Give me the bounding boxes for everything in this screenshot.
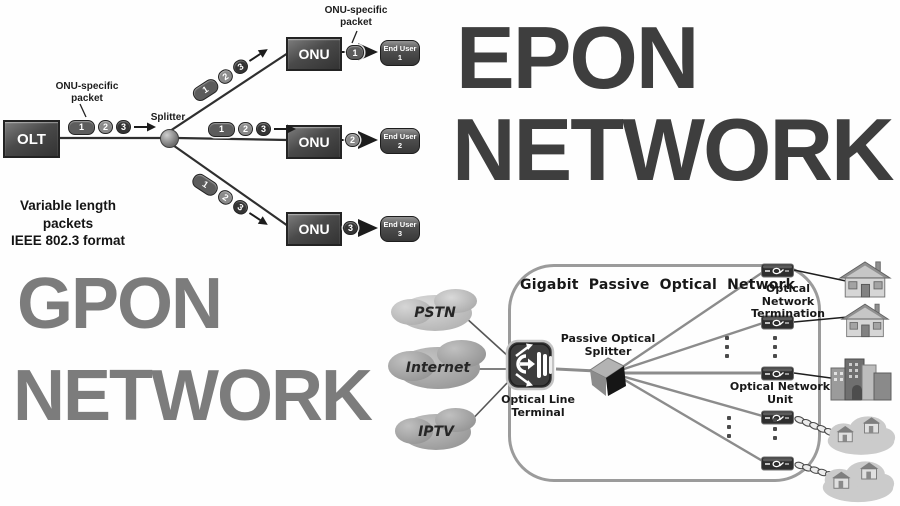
ont-label: Optical Network Termination <box>751 282 825 321</box>
ellipsis-dots <box>727 416 731 438</box>
packet-pill: 2 <box>345 133 360 147</box>
packet-pill: 3 <box>343 221 358 235</box>
epon-onu-box-3: ONU <box>286 212 342 246</box>
onu-label: Optical Network Unit <box>729 380 831 406</box>
onu-device-icon-2 <box>761 410 794 425</box>
packet-stream-down: 1 2 3 <box>189 170 271 231</box>
packet-pill: 1 <box>208 121 235 137</box>
onu-device-icon-3 <box>761 456 794 471</box>
arrow-right-icon <box>248 49 268 62</box>
packet-pill: 1 <box>346 45 364 60</box>
packet-stream-mid: 1 2 3 <box>208 121 296 137</box>
passive-splitter-icon <box>589 357 626 396</box>
packet-pill: 2 <box>98 120 113 134</box>
ont-device-icon-2 <box>761 315 794 330</box>
neighbourhood-cloud-icon-2 <box>822 461 895 503</box>
iptv-cloud: IPTV <box>394 408 476 450</box>
epon-splitter-label: Splitter <box>150 112 186 123</box>
epon-headline-line2: NETWORK <box>452 100 895 199</box>
arrow-right-icon <box>274 124 296 134</box>
ellipsis-dots <box>773 336 777 358</box>
packet-pill: 1 <box>68 119 95 135</box>
ont-device-icon-1 <box>761 263 794 278</box>
ellipsis-dots <box>773 418 777 440</box>
gpon-headline-line2: NETWORK <box>13 356 373 436</box>
olt-label: Optical Line Terminal <box>501 393 575 419</box>
epon-olt-label: OLT <box>17 130 46 148</box>
epon-olt-box: OLT <box>3 120 60 158</box>
epon-packet-label-left: ONU-specific packet <box>55 81 119 104</box>
epon-end-user-3: End User 3 <box>380 216 420 242</box>
epon-end-user-1: End User 1 <box>380 40 420 66</box>
epon-headline-line1: EPON <box>456 8 699 107</box>
epon-onu-box-1: ONU <box>286 37 342 71</box>
neighbourhood-cloud-icon-1 <box>827 416 896 455</box>
optical-line-terminal-icon <box>505 339 555 391</box>
packet-pill: 3 <box>116 120 131 134</box>
gpon-frame-title: Gigabit Passive Optical Network <box>520 277 796 293</box>
packet-pill: 2 <box>238 122 253 136</box>
pstn-cloud: PSTN <box>391 289 478 331</box>
building-icon <box>830 358 892 401</box>
epon-footnote: Variable length packets IEEE 802.3 forma… <box>10 198 126 249</box>
epon-end-user-2: End User 2 <box>380 128 420 154</box>
packet-pill: 3 <box>256 122 271 136</box>
passive-splitter-label: Passive Optical Splitter <box>560 332 656 358</box>
packet-stream-trunk: 1 2 3 <box>68 119 156 135</box>
gpon-headline-line1: GPON <box>17 264 223 344</box>
house-icon-2 <box>840 303 890 338</box>
internet-cloud: Internet <box>388 340 486 389</box>
ellipsis-dots <box>725 336 729 358</box>
onu-device-icon-1 <box>761 366 794 381</box>
arrow-right-icon <box>248 212 268 225</box>
splitter-node-icon <box>160 129 179 148</box>
epon-packet-label-top: ONU-specific packet <box>324 5 388 28</box>
house-icon-1 <box>838 261 892 298</box>
epon-onu-box-2: ONU <box>286 125 342 159</box>
arrow-right-icon <box>134 122 156 132</box>
packet-stream-up: 1 2 3 <box>189 43 271 104</box>
